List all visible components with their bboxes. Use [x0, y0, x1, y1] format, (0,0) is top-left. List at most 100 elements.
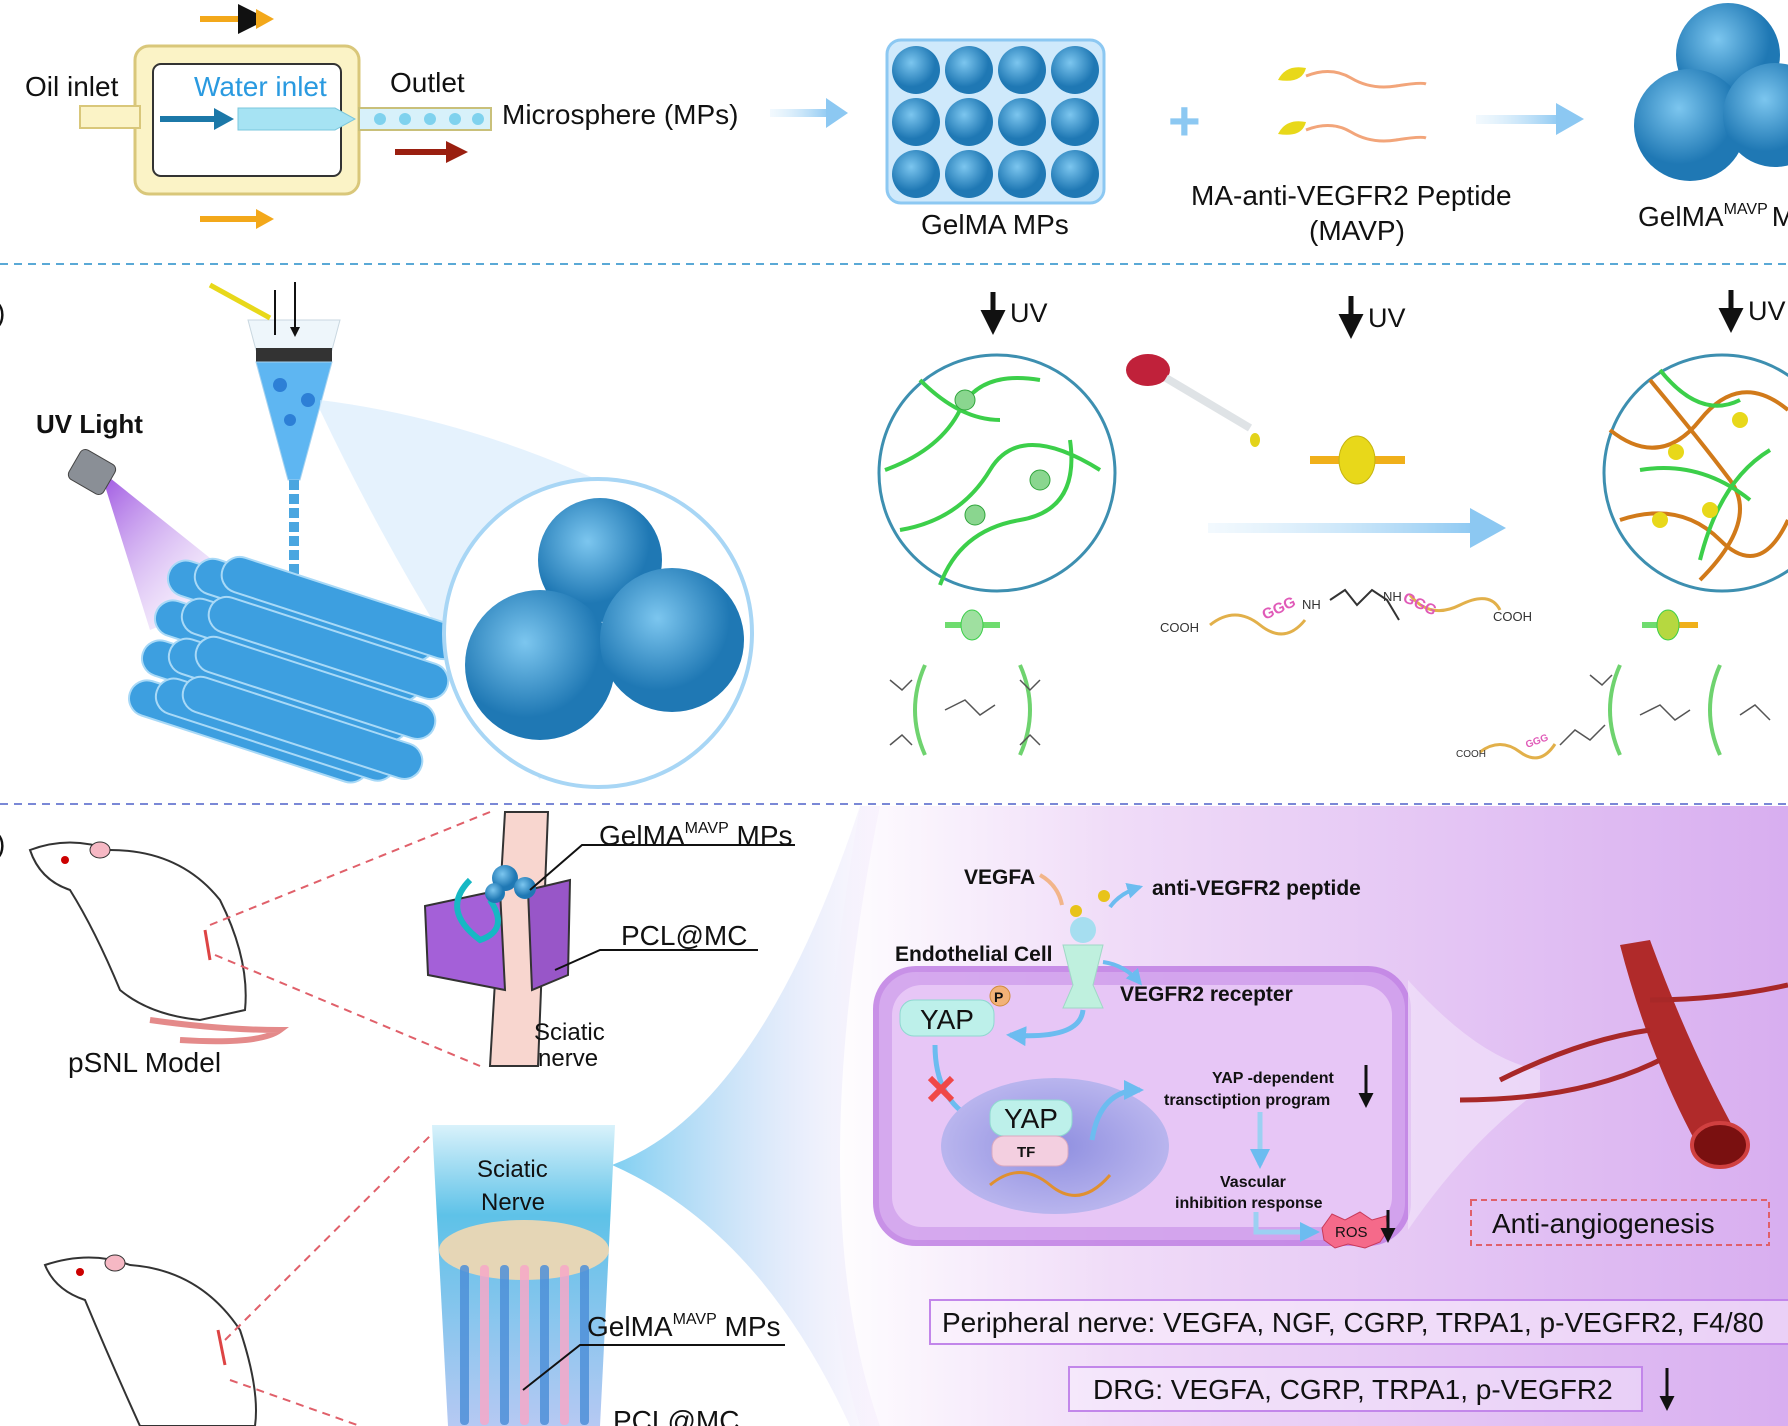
peripheral-nerve-box [929, 1299, 1788, 1345]
microsphere [998, 98, 1046, 146]
gelma-mavp-mps-label-2: GelMAMAVP MPs [587, 1311, 781, 1342]
drg-box [1068, 1366, 1643, 1412]
nerve-with-wrap [423, 811, 572, 1067]
microsphere [945, 150, 993, 198]
panel-b-label: ) [0, 297, 5, 328]
flow-arrow-2 [1476, 103, 1584, 135]
vessel-zoom-beam [1408, 980, 1540, 1230]
uv-light-label: UV Light [36, 409, 143, 439]
nerve-fiber [520, 1265, 529, 1425]
drg-markers: DRG: VEGFA, CGRP, TRPA1, p-VEGFR2 [1093, 1374, 1613, 1405]
peptide-label-line1: MA-anti-VEGFR2 Peptide [1191, 180, 1512, 211]
orange-arrowhead-icon [256, 209, 274, 229]
orange-arrowhead-icon [256, 9, 274, 29]
panel-b: ) UV Light UV UV [0, 282, 1788, 789]
panel-c: ) pSNL Model GelMAMAVP MPs PCL@MC Sciati… [0, 806, 1788, 1426]
printed-scaffold [128, 555, 463, 784]
nerve-fiber [480, 1265, 489, 1425]
blood-vessel [1459, 940, 1788, 1169]
ggg-label: GGG [1260, 593, 1299, 623]
scaffold-strand [181, 675, 424, 780]
endothelial-cell-label: Endothelial Cell [895, 943, 1053, 966]
microsphere-label: Microsphere (MPs) [502, 99, 738, 130]
ros-arrow-icon [1253, 1212, 1320, 1242]
vegfa-label: VEGFA [964, 866, 1035, 889]
vegfr2-receptor-icon [1062, 890, 1110, 1009]
transcription-program-label: transctiption program [1164, 1092, 1330, 1109]
psnl-model-label: pSNL Model [68, 1047, 221, 1078]
yap-label: YAP [920, 1004, 974, 1035]
uv-arrow-2: UV [1338, 296, 1406, 339]
mavp-structure: COOH GGG NH NH GGG COOH [1160, 588, 1532, 636]
gelma-mavp-mps-label: GelMAMAVP MPs [599, 820, 793, 851]
mavp-crosslinker-icon [1310, 435, 1405, 485]
anti-angiogenesis-box [1470, 1199, 1770, 1246]
oil-inlet-label: Oil inlet [25, 71, 119, 102]
uv-label: UV [1368, 303, 1406, 333]
leader-line [522, 1344, 785, 1391]
nerve-fiber [540, 1265, 549, 1425]
rat-illustration [28, 841, 290, 1045]
vascular-label: Vascular [1220, 1174, 1286, 1191]
plus-icon: + [1168, 89, 1201, 152]
nerve-cone [432, 1125, 615, 1426]
microsphere [1051, 150, 1099, 198]
gelma-network-circle [877, 353, 1117, 593]
uv-label: UV [1748, 296, 1786, 326]
yap-nucleus-label: YAP [1004, 1103, 1058, 1134]
nerve-fiber [460, 1265, 469, 1425]
microsphere [945, 46, 993, 94]
panel-a: Oil inlet Water inlet Outlet Microsphere… [25, 3, 1788, 246]
gelma-mps-label: GelMA MPs [921, 209, 1069, 240]
microfluidic-device [79, 44, 492, 196]
yap-phosphorylated: YAP P [899, 985, 1011, 1037]
reaction-arrow [1208, 508, 1506, 548]
flow-arrow-1 [770, 98, 848, 128]
ggg-label: GGG [1400, 589, 1439, 619]
microsphere [1051, 98, 1099, 146]
microsphere [945, 98, 993, 146]
panel-c-label: ) [0, 828, 5, 859]
pcl-mc-label: PCL@MC [621, 920, 747, 951]
uv-label: UV [1010, 298, 1048, 328]
microsphere [998, 150, 1046, 198]
crosslinked-chem-structure: COOH GGG [1456, 664, 1771, 760]
scaffold-strand [194, 635, 437, 740]
magnified-microspheres [442, 477, 754, 789]
zoom-spotlight [612, 806, 880, 1426]
yap-arrow-icon [1006, 1009, 1086, 1047]
ros-label: ROS [1335, 1224, 1368, 1241]
cooh-label: COOH [1160, 620, 1199, 635]
outlet-label: Outlet [390, 67, 465, 98]
gelma-mps-box [885, 38, 1106, 205]
vegfr2-receptor-label: VEGFR2 recepter [1120, 983, 1293, 1006]
microsphere [892, 98, 940, 146]
leader-line [529, 844, 795, 971]
anti-angiogenesis-label: Anti-angiogenesis [1492, 1208, 1715, 1239]
water-inlet-label: Water inlet [194, 71, 327, 102]
sciatic-nerve-label: Sciatic [534, 1019, 605, 1046]
zoom-line [209, 811, 491, 1067]
tf-label: TF [1017, 1144, 1035, 1161]
cone-nerve-label: Nerve [481, 1189, 545, 1216]
rat-illustration-2 [43, 1254, 257, 1426]
outlet-arrowhead-icon [446, 141, 468, 163]
blocked-x-icon [927, 1075, 955, 1103]
microsphere [892, 46, 940, 94]
droplets [374, 113, 484, 125]
nh-label: NH [1302, 597, 1321, 612]
microsphere [1051, 46, 1099, 94]
gelma-chem-structure [889, 664, 1041, 756]
nerve-fiber [500, 1265, 509, 1425]
anti-vegfr2-peptide-label: anti-VEGFR2 peptide [1152, 877, 1361, 900]
ros-badge: ROS [1321, 1211, 1389, 1249]
receptor-arrow-icon [1102, 960, 1143, 986]
ggg-label: GGG [1524, 732, 1550, 750]
nerve-fiber [560, 1265, 569, 1425]
microsphere [892, 150, 940, 198]
peripheral-nerve-markers: Peripheral nerve: VEGFA, NGF, CGRP, TRPA… [942, 1307, 1764, 1338]
cooh-label: COOH [1493, 609, 1532, 624]
yap-dependent-label: YAP -dependent [1212, 1070, 1334, 1087]
